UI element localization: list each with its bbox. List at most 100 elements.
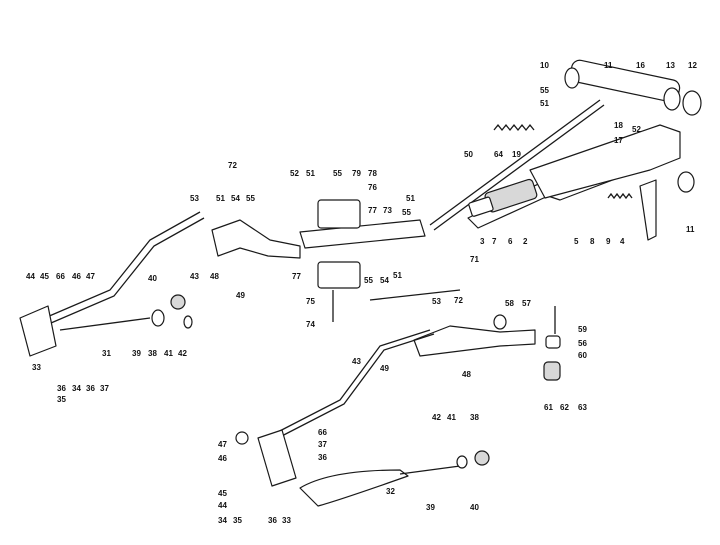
callout-label-c35a: 35 [57,395,66,404]
callout-label-c47a: 47 [86,272,95,281]
callout-label-c43b: 43 [352,357,361,366]
callout-label-c72b: 72 [454,296,463,305]
callout-label-c7: 7 [492,237,497,246]
callout-label-c76: 76 [368,183,377,192]
washer-39b-part [456,455,468,469]
callout-label-c42a: 42 [178,349,187,358]
block-75-part [317,261,361,289]
rod-72-part [369,289,461,301]
callout-label-c9: 9 [606,237,611,246]
rod-43a-part-b [43,217,205,327]
bracket-4-part [639,179,657,241]
callout-label-c39a: 39 [132,349,141,358]
callout-label-c60: 60 [578,351,587,360]
callout-label-c56: 56 [578,339,587,348]
callout-label-c54b: 54 [380,276,389,285]
callout-label-c10: 10 [540,61,549,70]
callout-label-c66a: 66 [56,272,65,281]
callout-label-c71: 71 [470,255,479,264]
callout-label-c39b: 39 [426,503,435,512]
shaft-50-part-b [433,104,605,231]
callout-label-c46a: 46 [72,272,81,281]
callout-label-c11b: 11 [686,225,695,234]
rod-43a-part [39,211,201,321]
callout-label-c34b: 34 [218,516,227,525]
bracket-48b-part [413,325,536,357]
callout-label-c78: 78 [368,169,377,178]
callout-label-c51a: 51 [540,99,549,108]
callout-label-c32: 32 [386,487,395,496]
callout-label-c19: 19 [512,150,521,159]
callout-label-c72a: 72 [228,161,237,170]
callout-label-c55e: 55 [364,276,373,285]
washer-38a-part [151,309,165,327]
callout-label-c55c: 55 [246,194,255,203]
callout-label-c53b: 53 [432,297,441,306]
callout-label-c6: 6 [508,237,513,246]
frame-plate-part [529,124,681,199]
callout-label-c36c: 36 [318,453,327,462]
callout-label-c77a: 77 [368,206,377,215]
callout-label-c41a: 41 [164,349,173,358]
callout-label-c4: 4 [620,237,625,246]
callout-label-c74: 74 [306,320,315,329]
callout-label-c75: 75 [306,297,315,306]
callout-label-c47b: 47 [218,440,227,449]
callout-label-c48b: 48 [462,370,471,379]
callout-label-c66b: 66 [318,428,327,437]
callout-label-c36d: 36 [268,516,277,525]
callout-label-c62: 62 [560,403,569,412]
spring-8-part [607,192,633,200]
callout-label-c52a: 52 [632,125,641,134]
callout-label-c12: 12 [688,61,697,70]
callout-label-c33a: 33 [32,363,41,372]
callout-label-c48a: 48 [210,272,219,281]
callout-label-c49a: 49 [236,291,245,300]
callout-label-c46b: 46 [218,454,227,463]
bushing-10-part [564,67,580,89]
bushing-11-part [677,171,695,193]
callout-label-c51b: 51 [306,169,315,178]
callout-label-c8: 8 [590,237,595,246]
callout-label-c52b: 52 [290,169,299,178]
rod-43b-part [269,329,431,437]
bracket-lower-part [257,429,297,487]
callout-label-c42b: 42 [432,413,441,422]
callout-label-c44b: 44 [218,501,227,510]
callout-label-c16: 16 [636,61,645,70]
callout-label-c40a: 40 [148,274,157,283]
callout-label-c77b: 77 [292,272,301,281]
washer-58-part [493,314,507,330]
spring-64-part [493,123,535,132]
callout-label-c5: 5 [574,237,579,246]
callout-label-c13: 13 [666,61,675,70]
callout-label-c17: 17 [614,136,623,145]
callout-label-c37b: 37 [318,440,327,449]
rod-43b-part-b [273,333,435,441]
bushing-40a-part [170,294,186,310]
callout-label-c49b: 49 [380,364,389,373]
callout-label-c2: 2 [523,237,528,246]
pin-56-part [545,335,561,349]
callout-label-c55d: 55 [402,208,411,217]
callout-label-c57: 57 [522,299,531,308]
callout-label-c55a: 55 [540,86,549,95]
shaft-50-part [429,99,601,226]
bushing-12-part [682,90,702,116]
rod-32-part [399,465,461,475]
callout-label-c61: 61 [544,403,553,412]
bushing-13-part [663,87,681,111]
callout-label-c58: 58 [505,299,514,308]
callout-label-c41b: 41 [447,413,456,422]
callout-label-c11a: 11 [604,61,613,70]
callout-label-c36a: 36 [57,384,66,393]
callout-label-c45b: 45 [218,489,227,498]
washer-47b-part [235,431,249,445]
callout-label-c59: 59 [578,325,587,334]
bracket-48a-part [211,219,301,259]
parts-layer [19,59,702,507]
washer-41a-part [183,315,193,329]
